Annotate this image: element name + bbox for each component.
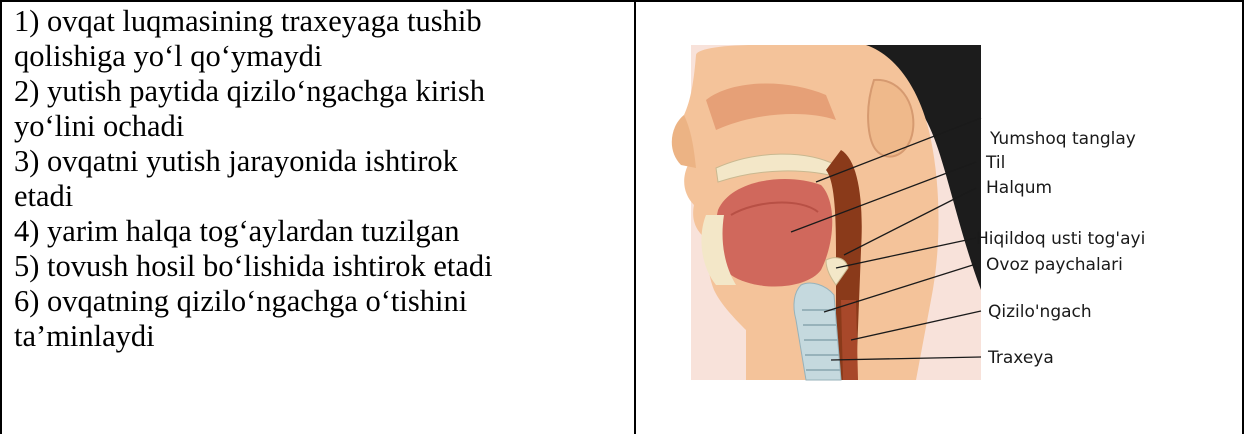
statement-6-line-2: ta’minlaydi xyxy=(14,319,626,354)
statement-3-line-1: 3) ovqatni yutish jarayonida ishtirok xyxy=(14,144,626,179)
statement-5-line-1: 5) tovush hosil bo‘lishida ishtirok etad… xyxy=(14,249,626,284)
statement-6-line-1: 6) ovqatning qizilo‘ngachga o‘tishini xyxy=(14,284,626,319)
statement-4-line-1: 4) yarim halqa tog‘aylardan tuzilgan xyxy=(14,214,626,249)
statement-2-line-1: 2) yutish paytida qizilo‘ngachga kirish xyxy=(14,74,626,109)
tongue-shape xyxy=(715,179,832,287)
head-neck-sagittal-illustration: Yumshoq tanglay Til Halqum Hiqildoq usti… xyxy=(636,0,1242,434)
label-ovoz-paychalari: Ovoz paychalari xyxy=(986,255,1123,275)
label-halqum: Halqum xyxy=(986,178,1052,198)
anatomy-figure: Yumshoq tanglay Til Halqum Hiqildoq usti… xyxy=(636,0,1242,434)
statement-1-line-2: qolishiga yo‘l qo‘ymaydi xyxy=(14,39,626,74)
statement-2-line-2: yo‘lini ochadi xyxy=(14,109,626,144)
statements-list: 1) ovqat luqmasining traxeyaga tushib qo… xyxy=(14,4,626,354)
statement-3-line-2: etadi xyxy=(14,179,626,214)
label-hiqildoq-usti-togayi: Hiqildoq usti tog'ayi xyxy=(976,229,1145,249)
statement-1-line-1: 1) ovqat luqmasining traxeyaga tushib xyxy=(14,4,626,39)
label-traxeya: Traxeya xyxy=(987,348,1054,368)
esophagus-shape xyxy=(841,300,858,380)
label-qizilongach: Qizilo'ngach xyxy=(988,302,1092,322)
label-til: Til xyxy=(985,153,1005,173)
label-yumshoq-tanglay: Yumshoq tanglay xyxy=(989,129,1136,149)
